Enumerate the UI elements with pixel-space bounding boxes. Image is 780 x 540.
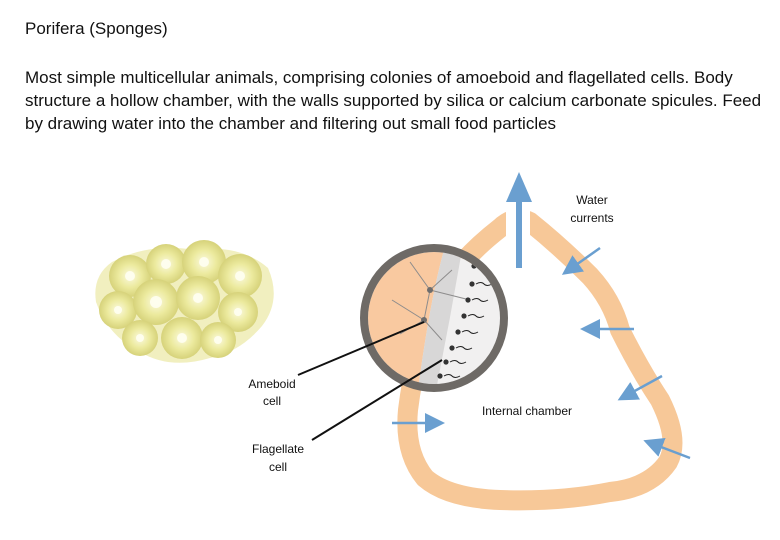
- page-title: Porifera (Sponges): [25, 19, 168, 38]
- description-text: Most simple multicellular animals, compr…: [25, 68, 762, 133]
- internal-chamber-label: Internal chamber: [482, 404, 572, 418]
- flagellate-pointer-line: [311, 359, 443, 441]
- flagellate-cell-label-line2: cell: [269, 460, 287, 474]
- sponge-colony-image: [95, 240, 274, 363]
- flagellate-cell-label-line1: Flagellate: [252, 442, 304, 456]
- ameboid-cell-label-line1: Ameboid: [248, 377, 295, 391]
- water-currents-label-line1: Water: [576, 193, 608, 207]
- water-currents-label-line2: currents: [570, 211, 613, 225]
- magnified-cell-view: [360, 244, 508, 392]
- ameboid-pointer-line: [297, 321, 425, 376]
- water-current-arrows: [392, 172, 691, 460]
- ameboid-cell-label-line2: cell: [263, 394, 281, 408]
